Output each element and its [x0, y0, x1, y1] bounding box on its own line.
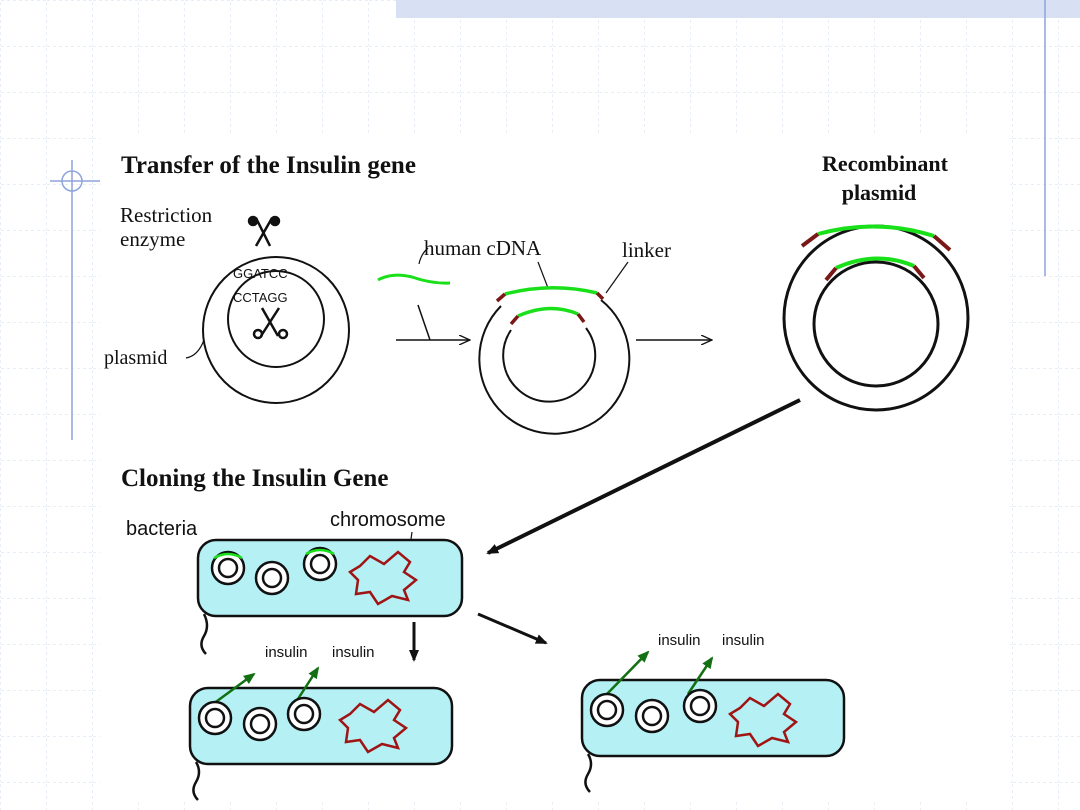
bacterium-daughter-left: insulin insulin: [188, 644, 454, 801]
plasmid-rings: [202, 256, 350, 404]
chromosome-shape: [347, 550, 419, 606]
bacterium-daughter-right: insulin insulin: [580, 632, 846, 793]
restriction-label-1: Restriction: [120, 203, 213, 227]
insulin-arrow: [604, 650, 650, 697]
cloning-title: Cloning the Insulin Gene: [121, 465, 388, 492]
insulin-arrow: [294, 666, 320, 703]
restriction-label-2: enzyme: [120, 227, 185, 251]
linker-label: linker: [622, 238, 671, 262]
cdna-fragment: [377, 273, 451, 285]
chromosome-label: chromosome: [330, 509, 446, 531]
crosshair-circle: [61, 170, 83, 192]
plasmid-pointer: [185, 339, 205, 359]
recombinant-plasmid: [782, 224, 970, 412]
insert-line: [417, 304, 431, 341]
open-plasmid: [478, 286, 631, 435]
cdna-pointer-1: [418, 247, 429, 265]
top-bar: [396, 0, 1080, 18]
bacterium-parent: [196, 538, 464, 655]
mask-strip: [665, 449, 1010, 466]
insulin-arrow: [686, 656, 714, 695]
insulin-label: insulin: [332, 644, 375, 661]
cdna-pointer-2: [537, 261, 549, 289]
division-arrow-right: [477, 612, 548, 645]
transfer-title: Transfer of the Insulin gene: [121, 152, 416, 179]
transform-arrow: [486, 398, 801, 555]
recombinant-label-2: plasmid: [842, 180, 917, 205]
linker-pointer: [605, 261, 629, 294]
insulin-label: insulin: [722, 632, 765, 649]
human-cdna-label: human cDNA: [424, 236, 542, 260]
plasmid-label: plasmid: [104, 347, 167, 369]
recombinant-label-1: Recombinant: [822, 151, 949, 176]
scissors-icon: [252, 307, 289, 340]
seq-top-label: GGATCC: [233, 266, 288, 281]
insulin-arrow: [212, 672, 256, 706]
scissors-icon: [247, 215, 281, 247]
insulin-label: insulin: [658, 632, 701, 649]
insulin-label: insulin: [265, 644, 308, 661]
bacteria-label: bacteria: [126, 518, 198, 540]
seq-bottom-label: CCTAGG: [233, 290, 288, 305]
